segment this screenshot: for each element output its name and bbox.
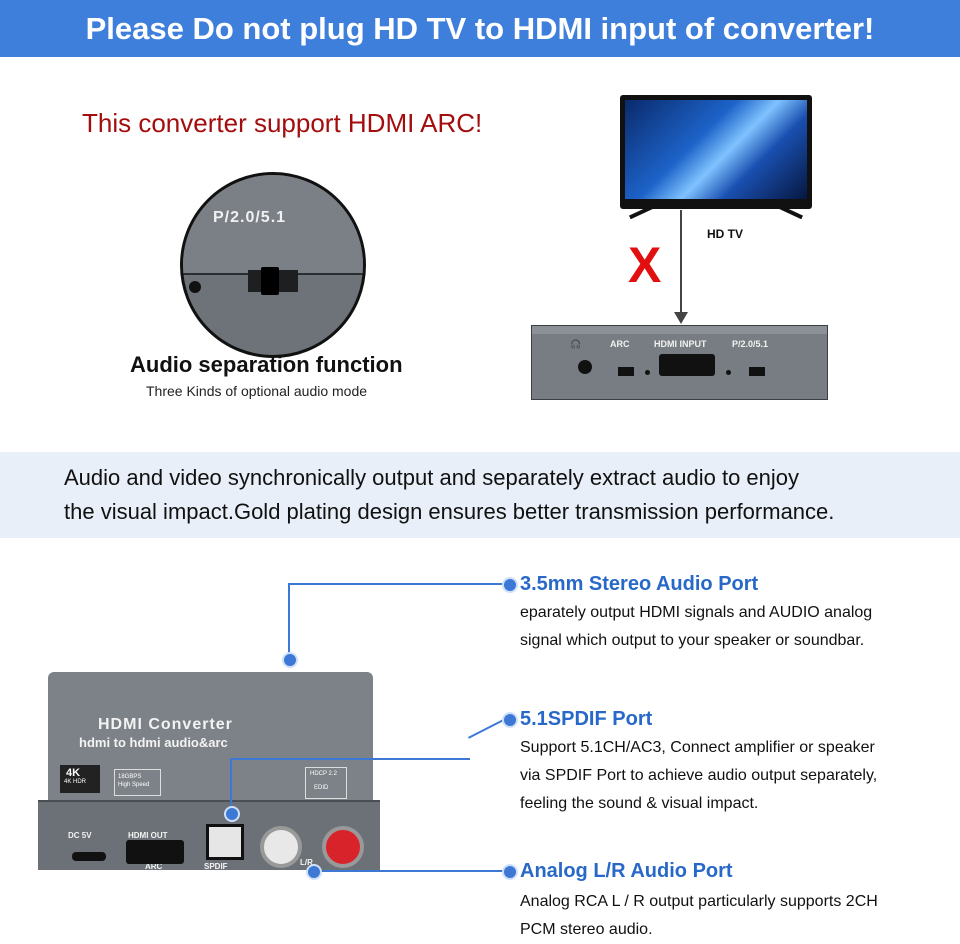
callout-dot-icon [502,864,518,880]
callout-line-2b [230,758,470,760]
switch-closeup-image: P/2.0/5.1 [180,172,366,358]
feature-title-analog: Analog L/R Audio Port [520,860,733,882]
callout-line-2 [230,758,232,810]
speed-badge: 18GBPS High Speed [114,769,161,796]
mode-label: P/2.0/5.1 [732,339,769,349]
connection-line [680,210,682,318]
hdmi-input-port [659,354,715,376]
headphone-icon: 🎧 [570,339,582,349]
feature-desc-stereo: eparately output HDMI signals and AUDIO … [520,604,873,649]
info-line-2: the visual impact.Gold plating design en… [64,499,835,524]
separation-subtitle: Three Kinds of optional audio mode [146,383,368,399]
prohibited-x-icon: X [628,237,662,293]
feature-title-stereo: 3.5mm Stereo Audio Port [520,573,759,595]
hdcp-badge: HDCP 2.2 EDID [305,767,347,799]
switch-label: P/2.0/5.1 [213,209,287,226]
tv-image [620,95,812,220]
arc-port-label: ARC [145,862,163,871]
converter-device-image: HDMI Converter hdmi to hdmi audio&arc 4K… [38,672,380,871]
callout-dot-icon [306,864,322,880]
warning-banner: Please Do not plug HD TV to HDMI input o… [0,0,960,57]
separation-title: Audio separation function [130,352,403,377]
arc-support-note: This converter support HDMI ARC! [82,108,483,138]
feature-desc-analog: Analog RCA L / R output particularly sup… [520,893,878,938]
hdmi-out-port [126,840,184,864]
converter-rear-image: 🎧 ARC HDMI INPUT P/2.0/5.1 [531,325,828,400]
callout-dot-icon [502,712,518,728]
spdif-label: SPDIF [204,862,228,871]
info-band: Audio and video synchronically output an… [0,452,960,538]
hdmi-input-label: HDMI INPUT [654,339,707,349]
arrow-down-icon [674,312,688,324]
callout-dot-icon [224,806,240,822]
callout-line-1 [288,583,290,659]
rca-left-port [260,826,302,868]
dc-label: DC 5V [68,831,92,840]
device-name: HDMI Converter [98,716,233,733]
rca-right-port [322,826,364,868]
device-subname: hdmi to hdmi audio&arc [79,735,228,750]
4k-badge: 4K 4K HDR [60,765,100,793]
usb-power-port [72,852,106,861]
mode-switch [261,267,279,295]
feature-desc-spdif: Support 5.1CH/AC3, Connect amplifier or … [520,739,878,812]
spdif-port [206,824,244,860]
arc-label: ARC [610,339,630,349]
callout-dot-icon [502,577,518,593]
callout-dot-icon [282,652,298,668]
hdmi-out-label: HDMI OUT [128,831,168,840]
feature-title-spdif: 5.1SPDIF Port [520,708,653,730]
info-line-1: Audio and video synchronically output an… [64,465,800,490]
lr-label: L/R [300,858,313,867]
callout-line-1b [288,583,508,585]
callout-line-3 [312,870,508,872]
tv-label: HD TV [707,227,743,241]
